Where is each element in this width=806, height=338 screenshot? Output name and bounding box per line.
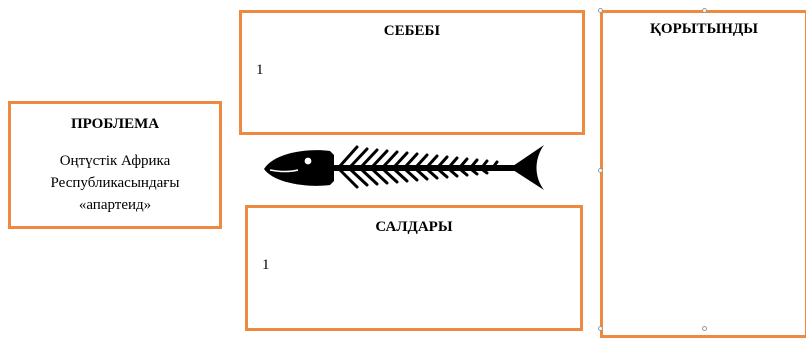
resize-handle[interactable] [598,326,603,331]
effect-text: 1 [262,257,270,274]
conclusion-title: ҚОРЫТЫНДЫ [603,21,805,38]
resize-handle[interactable] [702,326,707,331]
cause-title: СЕБЕБІ [242,23,582,40]
problem-title: ПРОБЛЕМА [11,116,219,133]
cause-box[interactable]: СЕБЕБІ 1 [239,10,585,135]
problem-box[interactable]: ПРОБЛЕМА Оңтүстік Африка Республикасында… [8,101,222,229]
problem-text-line: Оңтүстік Африка [11,150,219,172]
effect-box[interactable]: САЛДАРЫ 1 [245,205,583,331]
effect-title: САЛДАРЫ [248,219,580,236]
conclusion-box[interactable]: ҚОРЫТЫНДЫ [600,10,806,338]
resize-handle[interactable] [598,8,603,13]
problem-text-line: Республикасындағы [11,172,219,194]
problem-text: Оңтүстік Африка Республикасындағы «апарт… [11,150,219,216]
problem-text-line: «апартеид» [11,194,219,216]
resize-handle[interactable] [702,8,707,13]
cause-text: 1 [256,62,264,79]
fish-skeleton-icon [262,143,547,191]
resize-handle[interactable] [598,168,603,173]
